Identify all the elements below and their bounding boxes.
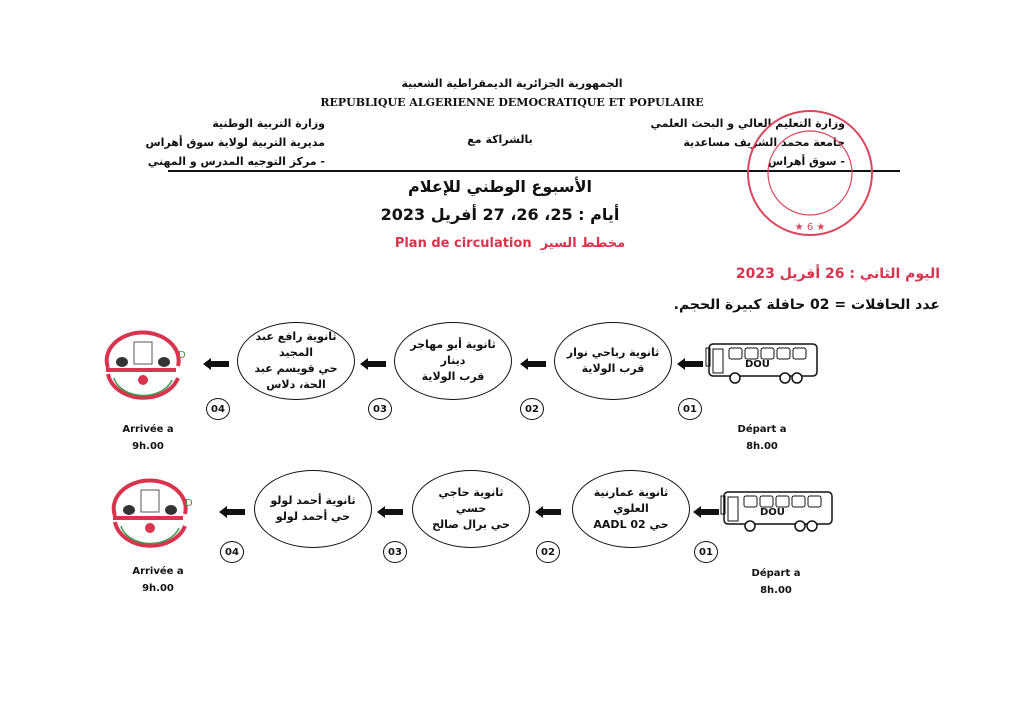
stop-number: 02 [536,541,560,563]
ministry-education: وزارة التربية الوطنية [212,117,325,130]
day-label: اليوم الثاني : 26 أفريل 2023 [735,266,940,282]
stamp-text: ★ 6 ★ [795,222,826,233]
stop-number: 02 [520,398,544,420]
stop-ellipse: ثانوية أحمد لولو حي أحمد لولو [254,470,372,548]
event-title: الأسبوع الوطني للإعلام [407,177,593,196]
svg-text:D: D [185,498,193,509]
departure-label: Départ a [751,568,801,579]
departure-time: 8h.00 [760,585,792,596]
university-name: جامعة محمد الشريف مساعدية [683,136,845,149]
guidance-center: - مركز التوجيه المدرس و المهني [147,155,325,168]
republic-fr: REPUBLIQUE ALGERIENNE DEMOCRATIQUE ET PO… [320,96,704,109]
partnership-label: بالشراكة مع [467,133,533,146]
arrival-time: 9h.00 [132,441,164,452]
departure-time: 8h.00 [746,441,778,452]
header-divider [168,170,900,172]
stop-number: 04 [206,398,230,420]
republic-ar: الجمهورية الجزائرية الديمقراطية الشعبية [401,77,623,90]
plan-title-ar: مخطط السير [540,236,626,251]
right-header-block: وزارة التعليم العالي و البحث العلمي جامع… [650,114,845,171]
arrow-left-icon [677,358,703,370]
event-dates: أيام : 25، 26، 27 أفريل 2023 [380,205,620,224]
arrival-label: Arrivée a [132,566,184,577]
stop-number: 01 [678,398,702,420]
stop-number: 01 [694,541,718,563]
departure-label: Départ a [737,424,787,435]
plan-title: Plan de circulation مخطط السير [395,236,625,251]
arrow-left-icon [203,358,229,370]
arrow-left-icon [520,358,546,370]
school-logo: D [104,330,186,400]
stop-ellipse: ثانوية رافع عبد المجيد حي قويسم عبد الحة… [237,322,355,400]
stop-number: 03 [368,398,392,420]
bus-label: DOU [745,359,770,370]
education-directorate: مديرية التربية لولاية سوق أهراس [145,136,325,149]
stop-ellipse: ثانوية حاجي حسي حي برال صالح [412,470,530,548]
bus-label: DOU [760,507,785,518]
school-logo: D [111,478,193,548]
arrow-left-icon [360,358,386,370]
svg-text:D: D [178,350,186,361]
official-stamp: ★ 6 ★ [747,110,873,236]
arrow-left-icon [693,506,719,518]
stop-number: 03 [383,541,407,563]
stop-ellipse: ثانوية أبو مهاجر دينار قرب الولاية [394,322,512,400]
arrow-left-icon [219,506,245,518]
bus-icon [705,343,818,384]
left-header-block: وزارة التربية الوطنية مديرية التربية لول… [145,114,325,171]
arrival-time: 9h.00 [142,583,174,594]
bus-count: عدد الحافلات = 02 حافلة كبيرة الحجم. [673,297,940,313]
bus-icon [720,491,833,532]
stop-ellipse: ثانوية رباحي نوار قرب الولاية [554,322,672,400]
stop-number: 04 [220,541,244,563]
stop-ellipse: ثانوية عمارنية العلوي حي AADL 02 [572,470,690,548]
city: - سوق أهراس [768,155,845,168]
arrow-left-icon [377,506,403,518]
ministry-higher-ed: وزارة التعليم العالي و البحث العلمي [650,117,845,130]
plan-title-fr: Plan de circulation [394,236,532,251]
arrival-label: Arrivée a [122,424,174,435]
arrow-left-icon [535,506,561,518]
